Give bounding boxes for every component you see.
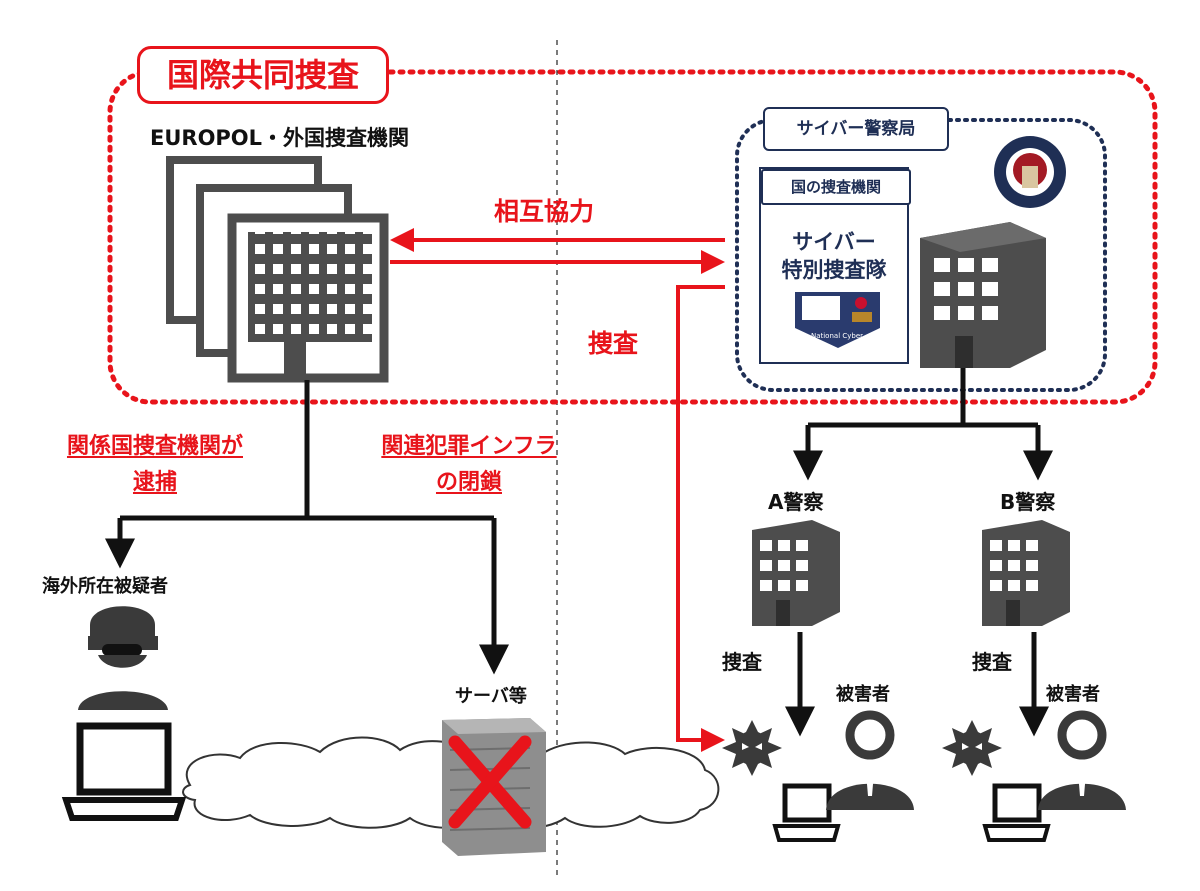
investigate-a-label: 捜査 xyxy=(722,650,762,674)
svg-text:National Cyber: National Cyber xyxy=(811,332,863,340)
foreign-agencies-label: EUROPOL・外国捜査機関 xyxy=(150,126,410,150)
infra-shutdown-line1: 関連犯罪インフラ xyxy=(381,434,557,459)
cyber-bureau-emblem-icon xyxy=(994,136,1066,208)
cyber-bureau-title: サイバー警察局 xyxy=(796,119,916,139)
police-b-building-icon xyxy=(982,520,1070,626)
national-unit-name-line2: 特別捜査隊 xyxy=(781,258,887,282)
virus-b-icon xyxy=(942,720,1002,776)
infra-shutdown-line2: の閉鎖 xyxy=(435,470,502,495)
victim-b-label: 被害者 xyxy=(1046,684,1100,705)
blocked-x-icon xyxy=(448,735,532,829)
police-b-label: B警察 xyxy=(1000,490,1056,514)
mutual-cooperation-label: 相互協力 xyxy=(494,197,595,226)
europol-buildings-icon xyxy=(166,156,389,383)
victim-a-laptop-icon xyxy=(772,783,841,842)
suspect-label: 海外所在被疑者 xyxy=(42,576,168,597)
title: 国際共同捜査 xyxy=(166,56,359,94)
title-box: 国際共同捜査 xyxy=(137,46,389,104)
hacker-icon xyxy=(78,606,168,710)
investigation-route xyxy=(676,285,725,752)
victim-b-person-icon xyxy=(1038,710,1126,810)
national-unit-header: 国の捜査機関 xyxy=(790,178,881,196)
virus-a-icon xyxy=(722,720,782,776)
cyber-bureau-title-box: サイバー警察局 xyxy=(763,107,949,151)
international-box xyxy=(107,69,1158,405)
national-unit-header-box: 国の捜査機関 xyxy=(761,169,911,205)
victim-b-laptop-icon xyxy=(982,783,1051,842)
cyber-bureau-building-icon xyxy=(920,222,1046,368)
arrest-label-line2: 逮捕 xyxy=(132,470,177,495)
national-unit-name-line1: サイバー xyxy=(792,230,876,254)
police-a-label: A警察 xyxy=(768,490,824,514)
investigation-label: 捜査 xyxy=(588,329,639,358)
victim-a-person-icon xyxy=(826,710,914,810)
hacker-laptop-icon xyxy=(61,722,187,821)
national-cyber-unit-emblem-icon: National Cyber xyxy=(795,292,880,348)
police-a-building-icon xyxy=(752,520,840,626)
server-label: サーバ等 xyxy=(455,686,527,707)
investigate-b-label: 捜査 xyxy=(972,650,1012,674)
victim-a-label: 被害者 xyxy=(836,684,890,705)
arrest-label-line1: 関係国捜査機関が xyxy=(66,434,243,459)
